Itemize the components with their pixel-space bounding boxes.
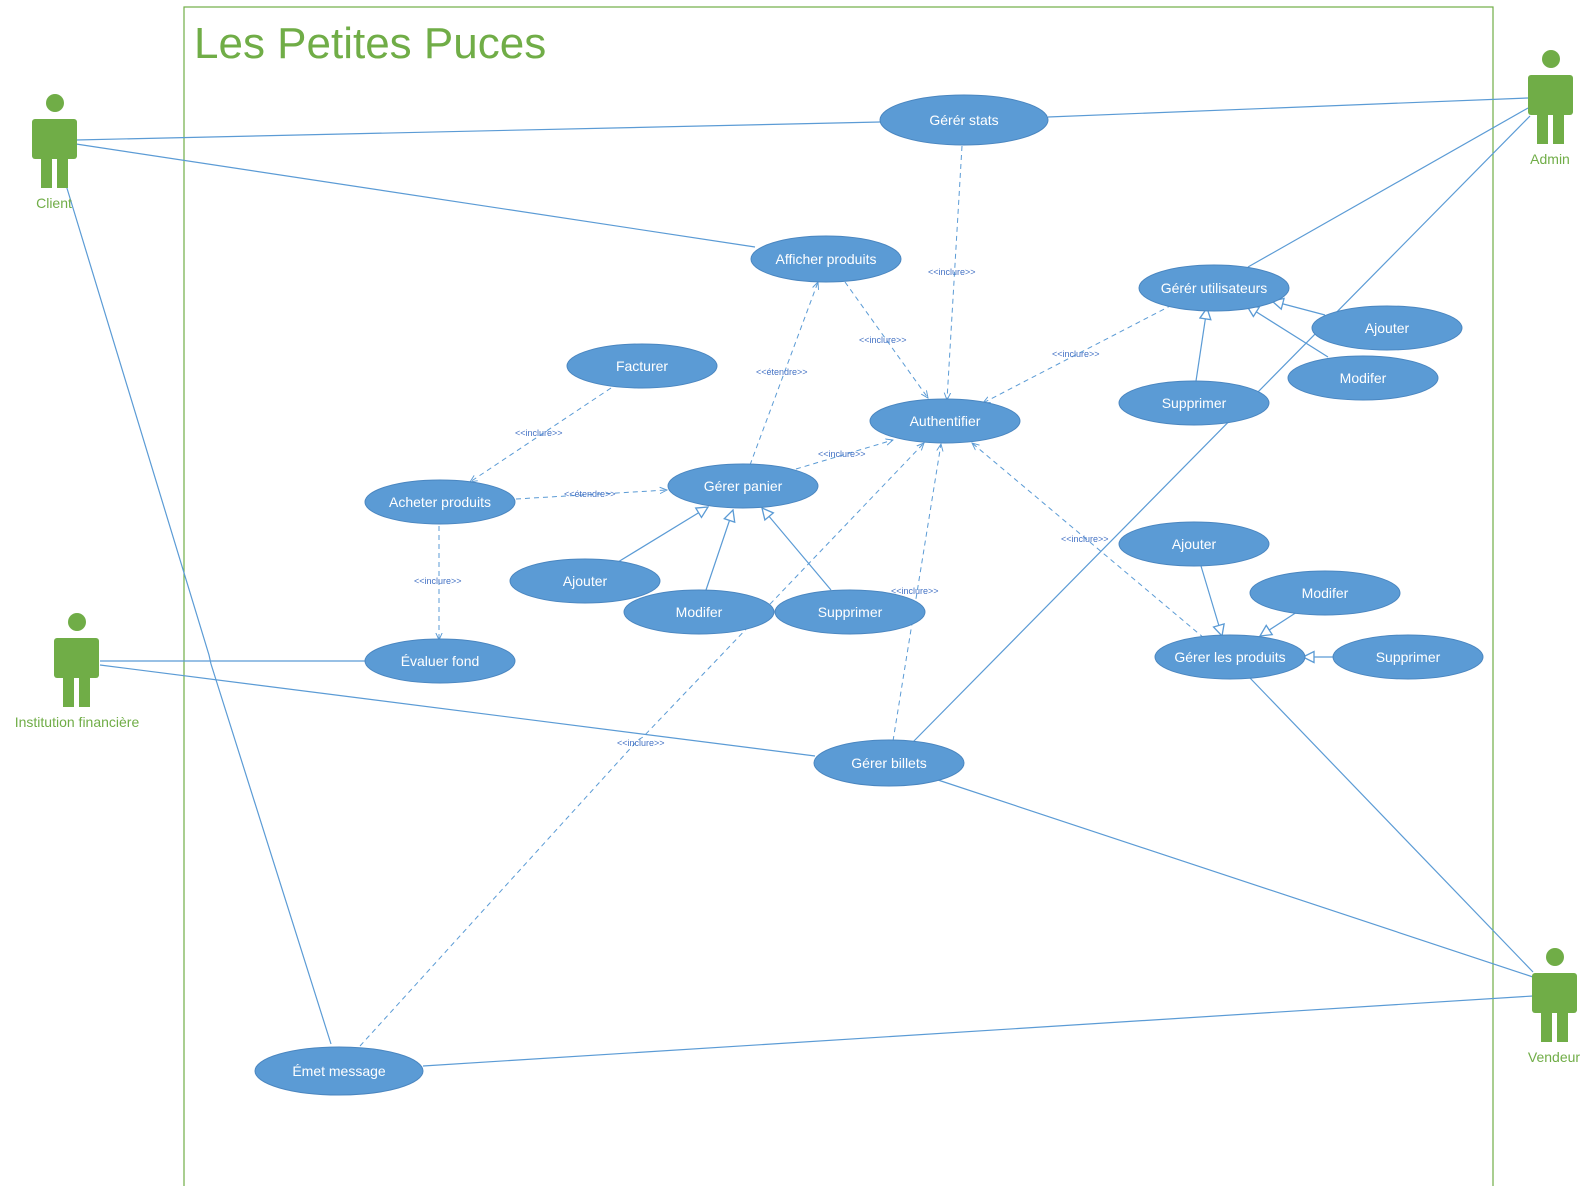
- assoc-client-afficher-produits: [75, 143, 756, 248]
- usecase-supprimer-produit[interactable]: Supprimer: [1332, 634, 1484, 680]
- usecase-acheter-produits[interactable]: Acheter produits: [364, 479, 516, 525]
- actor-client-icon: [32, 94, 77, 188]
- svg-text:Modifer: Modifer: [1340, 370, 1387, 386]
- svg-text:Évaluer fond: Évaluer fond: [401, 653, 480, 669]
- assoc-vendeur-emet-message: [422, 995, 1534, 1067]
- gen-ajouter-produit: [1200, 565, 1222, 636]
- assoc-vendeur-gerer-produits: [1249, 677, 1534, 973]
- usecase-authentifier[interactable]: Authentifier: [869, 398, 1021, 444]
- dep-label-produits-auth: <<inclure>>: [1061, 534, 1109, 544]
- usecase-supprimer-user[interactable]: Supprimer: [1118, 380, 1270, 426]
- svg-text:Supprimer: Supprimer: [818, 604, 883, 620]
- gen-supprimer-user: [1195, 308, 1207, 382]
- dep-acheter-panier: [515, 490, 667, 500]
- svg-text:Acheter produits: Acheter produits: [389, 494, 491, 510]
- gen-modifier-produit: [1260, 611, 1298, 636]
- svg-text:Supprimer: Supprimer: [1376, 649, 1441, 665]
- dep-label-panier-afficher: <<étendre>>: [756, 367, 808, 377]
- actor-vendeur-icon: [1532, 948, 1577, 1042]
- usecase-gerer-billets[interactable]: Gérer billets: [813, 739, 965, 787]
- usecase-emet-message[interactable]: Émet message: [254, 1046, 424, 1096]
- assoc-admin-gerer-utilisateurs: [1247, 107, 1529, 268]
- dep-message-auth: [359, 443, 924, 1047]
- dep-label-panier-auth: <<inclure>>: [818, 449, 866, 459]
- actor-institution-label: Institution financière: [15, 714, 140, 730]
- svg-text:Gérer billets: Gérer billets: [851, 755, 926, 771]
- actor-client[interactable]: Client: [32, 94, 77, 211]
- assoc-client-emet-message: [65, 184, 332, 1045]
- actor-admin-label: Admin: [1530, 151, 1570, 167]
- svg-text:Afficher produits: Afficher produits: [776, 251, 877, 267]
- svg-text:Émet message: Émet message: [292, 1063, 386, 1079]
- svg-text:Gérer panier: Gérer panier: [704, 478, 783, 494]
- assoc-institution-gerer-billets: [99, 664, 816, 757]
- system-boundary: [183, 6, 1494, 1186]
- usecase-gerer-utilisateurs[interactable]: Gérér utilisateurs: [1138, 264, 1290, 312]
- gen-ajouter-panier: [617, 507, 708, 563]
- dep-panier-auth: [795, 440, 893, 470]
- svg-text:Modifer: Modifer: [1302, 585, 1349, 601]
- gen-ajouter-user: [1272, 301, 1326, 316]
- usecase-supprimer-panier[interactable]: Supprimer: [774, 589, 926, 635]
- svg-text:Modifer: Modifer: [676, 604, 723, 620]
- usecase-ajouter-user[interactable]: Ajouter: [1311, 305, 1463, 351]
- usecase-facturer[interactable]: Facturer: [566, 343, 718, 389]
- svg-text:Authentifier: Authentifier: [910, 413, 981, 429]
- usecase-modifier-user[interactable]: Modifer: [1287, 355, 1439, 401]
- svg-text:Facturer: Facturer: [616, 358, 668, 374]
- dep-afficher-auth: [844, 281, 928, 398]
- usecase-gerer-produits[interactable]: Gérer les produits: [1154, 634, 1306, 680]
- usecase-ajouter-panier[interactable]: Ajouter: [509, 558, 661, 604]
- assoc-admin-gerer-stats: [1047, 97, 1529, 118]
- dep-label-message-auth: <<inclure>>: [617, 738, 665, 748]
- actor-vendeur-label: Vendeur: [1528, 1049, 1580, 1065]
- actor-client-label: Client: [36, 195, 72, 211]
- gen-modifier-panier: [705, 510, 733, 591]
- svg-text:Supprimer: Supprimer: [1162, 395, 1227, 411]
- dep-panier-afficher: [749, 282, 818, 466]
- system-title: Les Petites Puces: [194, 19, 546, 68]
- assoc-client-gerer-stats: [75, 121, 881, 141]
- actor-institution[interactable]: Institution financière: [15, 613, 140, 730]
- usecase-modifier-produit[interactable]: Modifer: [1249, 570, 1401, 616]
- dep-label-utilisateurs-auth: <<inclure>>: [1052, 349, 1100, 359]
- usecase-gerer-stats[interactable]: Gérér stats: [879, 94, 1049, 146]
- dep-acheter-facturer: [470, 387, 612, 482]
- gen-supprimer-panier: [762, 508, 832, 591]
- actor-vendeur[interactable]: Vendeur: [1528, 948, 1580, 1065]
- svg-text:Gérer les produits: Gérer les produits: [1174, 649, 1285, 665]
- dep-label-acheter-panier: <<étendre>>: [564, 489, 616, 499]
- dep-label-stats-auth: <<inclure>>: [928, 267, 976, 277]
- gen-modifier-user: [1247, 306, 1329, 358]
- assoc-vendeur-gerer-billets: [937, 779, 1534, 978]
- dep-produits-auth: [972, 443, 1205, 639]
- dep-label-acheter-evaluer: <<inclure>>: [414, 576, 462, 586]
- dep-label-afficher-auth: <<inclure>>: [859, 335, 907, 345]
- svg-text:Ajouter: Ajouter: [563, 573, 608, 589]
- actor-institution-icon: [54, 613, 99, 707]
- dep-label-billets-auth: <<inclure>>: [891, 586, 939, 596]
- dep-stats-auth: [947, 145, 963, 400]
- assoc-admin-gerer-billets: [910, 115, 1531, 745]
- svg-text:Gérér stats: Gérér stats: [929, 112, 998, 128]
- svg-text:Ajouter: Ajouter: [1172, 536, 1217, 552]
- dep-label-acheter-facturer: <<inclure>>: [515, 428, 563, 438]
- usecase-afficher-produits[interactable]: Afficher produits: [750, 235, 902, 283]
- svg-text:Ajouter: Ajouter: [1365, 320, 1410, 336]
- usecase-modifier-panier[interactable]: Modifer: [623, 589, 775, 635]
- actor-admin[interactable]: Admin: [1528, 50, 1573, 167]
- actor-admin-icon: [1528, 50, 1573, 144]
- usecase-gerer-panier[interactable]: Gérer panier: [667, 463, 819, 509]
- usecase-evaluer-fond[interactable]: Évaluer fond: [364, 638, 516, 684]
- svg-text:Gérér utilisateurs: Gérér utilisateurs: [1161, 280, 1268, 296]
- usecase-ajouter-produit[interactable]: Ajouter: [1118, 521, 1270, 567]
